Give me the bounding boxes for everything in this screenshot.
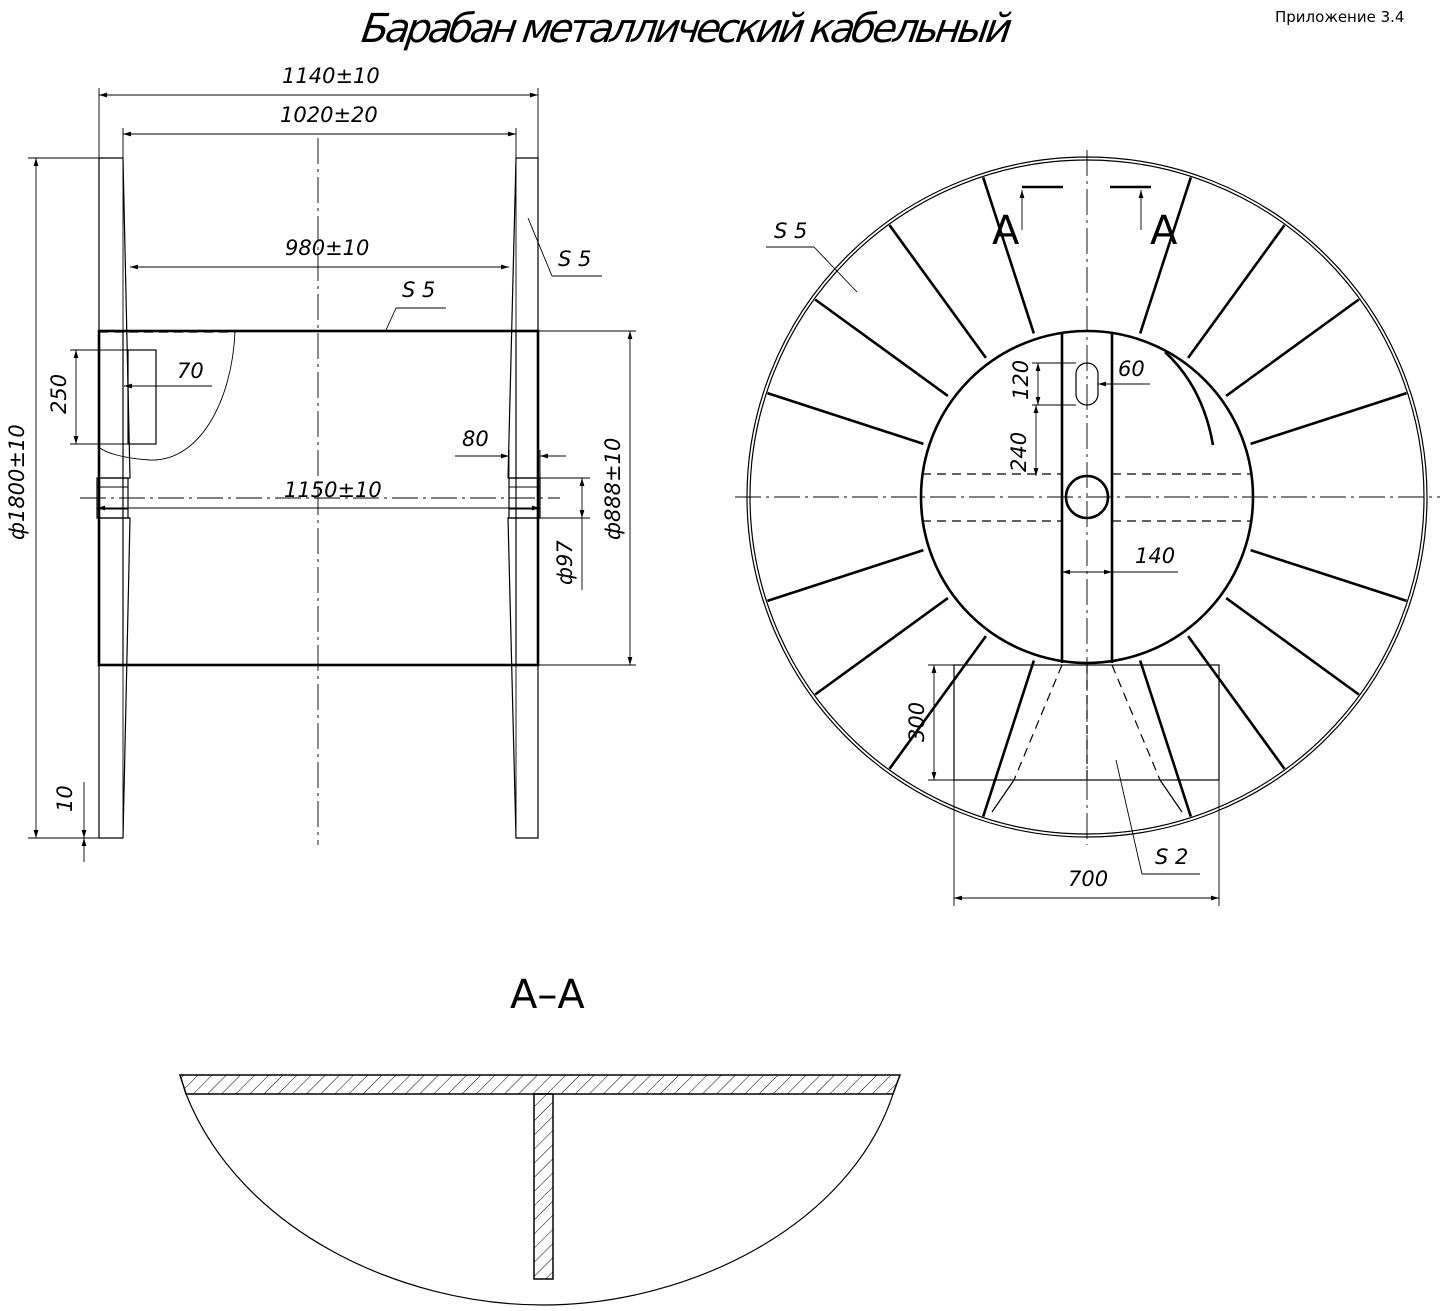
front-view: 1140±10 1020±20 980±10 S 5 S 5 ф1800±10 …: [5, 64, 636, 862]
section-rib: [533, 1093, 554, 1280]
plate-thickness-label: S 2: [1155, 845, 1188, 869]
barrel-thickness-label: S 5: [402, 278, 435, 302]
spoke: [767, 391, 924, 446]
section-mark-right: A: [1150, 208, 1178, 254]
side-view: A A S 5 120 240 60 140 300: [735, 150, 1440, 906]
spoke: [888, 635, 987, 770]
dim-plate-height: 300: [905, 702, 929, 742]
spoke: [981, 660, 1036, 817]
dim-barrel-diameter: ф888±10: [601, 438, 625, 540]
section-label: A–A: [510, 972, 585, 1018]
left-flange-upper: [98, 157, 131, 479]
dim-window-offset: 70: [177, 359, 204, 383]
spoke: [1250, 391, 1407, 446]
flange-spokes: [767, 177, 1407, 817]
dim-inner-width: 1020±20: [280, 103, 378, 127]
dim-slot-height: 120: [1009, 360, 1033, 400]
spoke: [1250, 548, 1407, 603]
dim-hub-width: 80: [462, 427, 489, 451]
spoke: [1187, 635, 1286, 770]
spoke: [888, 224, 987, 359]
section-mark-left: A: [992, 208, 1020, 254]
bore-circle: [1064, 474, 1110, 520]
flange-thickness-label: S 5: [558, 247, 591, 271]
dim-slot-offset: 240: [1007, 432, 1031, 472]
section-outline-curve: [185, 1093, 894, 1306]
flange-window: [127, 349, 157, 445]
drawing-title: Барабан металлический кабельный: [359, 6, 1015, 52]
appendix-label: Приложение 3.4: [1275, 8, 1404, 26]
dim-flange-diameter: ф1800±10: [5, 424, 29, 540]
right-flange-lower: [507, 517, 539, 839]
spoke: [1138, 177, 1193, 334]
dim-bar-width: 140: [1135, 544, 1175, 568]
side-flange-thickness-label: S 5: [774, 219, 807, 243]
spoke: [814, 298, 949, 397]
dim-plate-width: 700: [1068, 867, 1108, 891]
spoke: [981, 177, 1036, 334]
spoke: [767, 548, 924, 603]
dim-axle-length: 1150±10: [284, 478, 382, 502]
dim-flange-gap: 10: [53, 785, 77, 812]
section-top-plate: [178, 1074, 902, 1095]
dim-slot-width: 60: [1118, 357, 1145, 381]
dim-overall-width: 1140±10: [282, 64, 380, 88]
dim-bore-diameter: ф97: [553, 540, 577, 585]
spoke: [1225, 597, 1360, 696]
spoke: [1187, 224, 1286, 359]
dim-window-height: 250: [47, 374, 71, 414]
left-flange-lower: [98, 517, 131, 839]
dim-barrel-width: 980±10: [285, 236, 369, 260]
section-view: A–A: [178, 972, 902, 1306]
spoke: [1138, 660, 1193, 817]
right-flange-upper: [507, 157, 539, 479]
spoke: [814, 597, 949, 696]
spoke: [1225, 298, 1360, 397]
